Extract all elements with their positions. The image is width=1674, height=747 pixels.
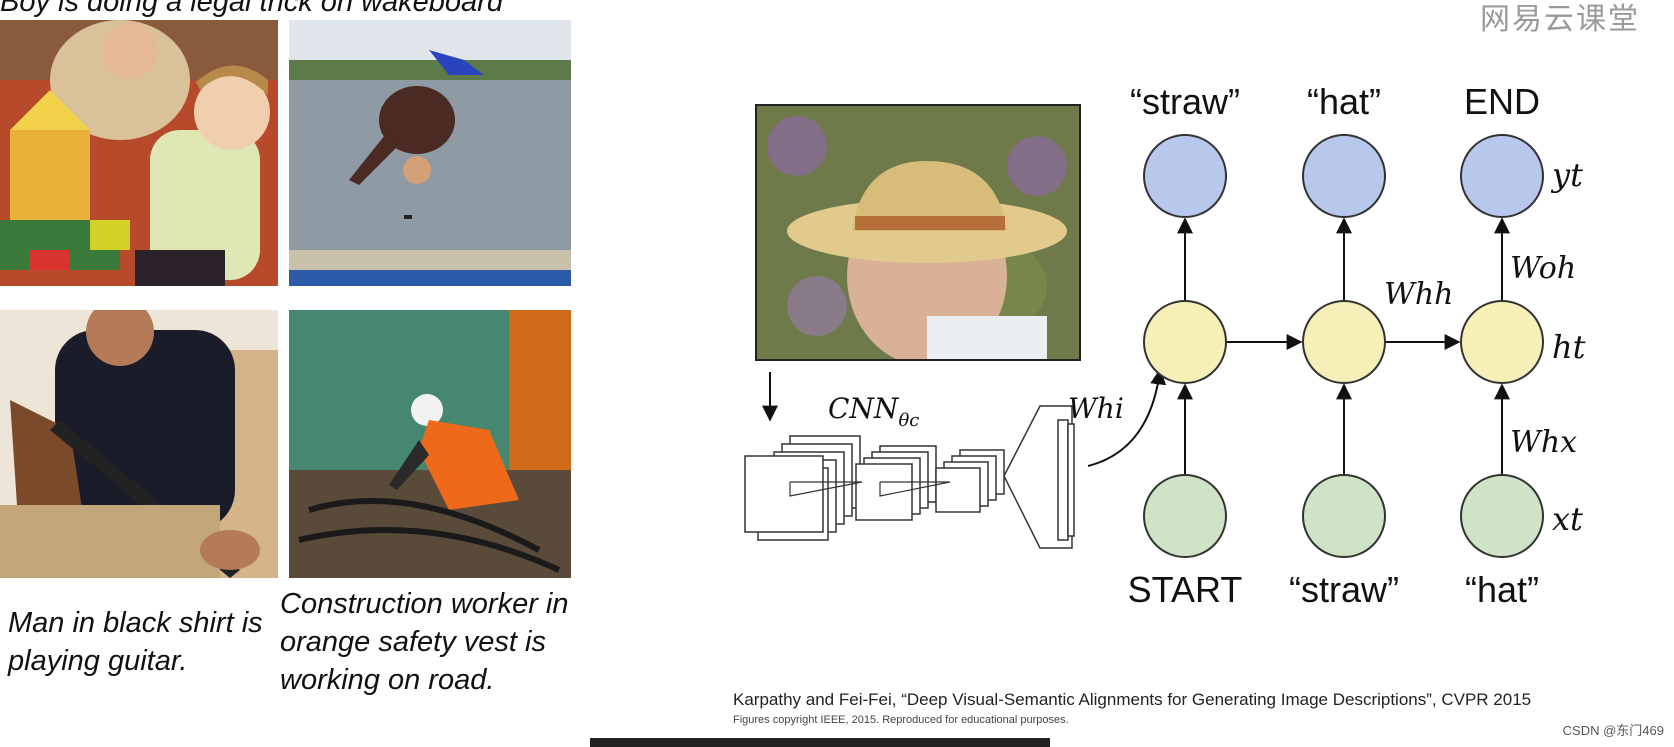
w-hi-arrow [1087,368,1167,467]
x-t-label: xt [1552,500,1583,538]
w-hx-label: Whx [1510,425,1577,460]
top-caption: Boy is doing a legal trick on wakeboard [0,0,503,18]
hidden-node-2 [1302,300,1386,384]
cnn-block [744,405,1075,549]
top-word-3: END [1464,81,1540,122]
copyright-note: Figures copyright IEEE, 2015. Reproduced… [733,714,1069,726]
output-node-3 [1460,134,1544,218]
output-node-1 [1143,134,1227,218]
photo-child-legos [0,20,278,286]
citation: Karpathy and Fei-Fei, “Deep Visual-Seman… [733,690,1532,709]
input-node-1 [1143,474,1227,558]
watermark: CSDN @东门469 [1562,723,1664,738]
hidden-node-1 [1143,300,1227,384]
w-oh-label: Woh [1510,251,1576,286]
output-node-2 [1302,134,1386,218]
caption-construction: Construction worker in orange safety ves… [280,588,569,696]
photo-wakeboard [289,20,571,286]
w-hi-label: Whi [1068,392,1124,425]
input-node-3 [1460,474,1544,558]
logo-text: 网易云课堂 [1480,3,1640,36]
top-word-2: “hat” [1307,81,1381,122]
photo-construction-worker [289,310,571,578]
bottom-word-3: “hat” [1465,569,1539,610]
subtitle-strip [590,738,1050,747]
cnn-funnels [789,481,951,497]
bottom-word-2: “straw” [1289,569,1399,610]
top-word-1: “straw” [1130,81,1240,122]
h-t-label: ht [1552,328,1586,366]
photo-straw-hat-man [755,104,1081,361]
photo-guitar-man [0,310,278,578]
hidden-node-3 [1460,300,1544,384]
cnn-label: CNNθc [828,392,919,431]
caption-guitar: Man in black shirt is playing guitar. [8,607,263,677]
bottom-word-1: START [1128,569,1243,610]
y-t-label: yt [1550,156,1583,194]
w-hh-label: Whh [1384,277,1453,312]
input-node-2 [1302,474,1386,558]
